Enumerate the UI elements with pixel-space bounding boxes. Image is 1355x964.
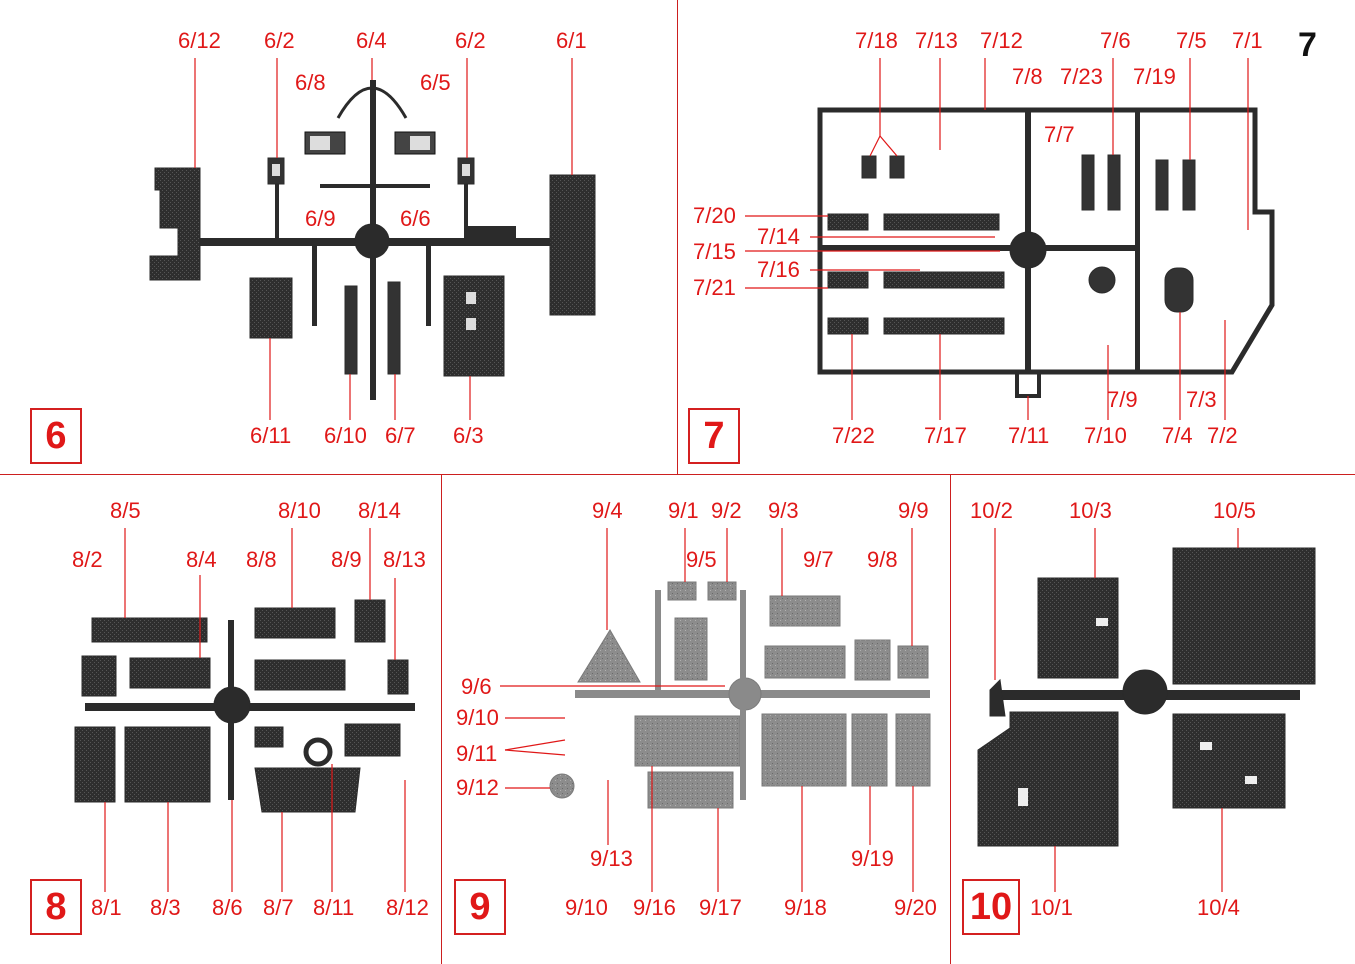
label-9-3: 9/3 [768,498,799,523]
divider-horizontal [0,474,1355,475]
label-6-6: 6/6 [400,206,431,231]
label-9-19: 9/19 [851,846,894,871]
label-7-5: 7/5 [1176,28,1207,53]
label-7-3: 7/3 [1186,387,1217,412]
panel-number-9: 9 [454,879,506,935]
label-8-10: 8/10 [278,498,321,523]
sprue-8 [74,599,415,813]
label-8-6: 8/6 [212,895,243,920]
label-6-7: 6/7 [385,423,416,448]
label-7-16: 7/16 [757,257,800,282]
label-6-8: 6/8 [295,70,326,95]
label-7-20: 7/20 [693,203,736,228]
panel-number-7: 7 [688,408,740,464]
label-10-5: 10/5 [1213,498,1256,523]
label-6-11: 6/11 [250,423,292,448]
label-8-11: 8/11 [313,895,355,920]
label-9-6: 9/6 [461,674,492,699]
sprue-10 [977,547,1316,847]
label-9-7: 9/7 [803,547,834,572]
sprue-6 [149,80,596,400]
label-8-4: 8/4 [186,547,217,572]
label-8-9: 8/9 [331,547,362,572]
divider-vertical-top [677,0,678,474]
page-number: 7 [1298,26,1317,64]
label-9-13: 9/13 [590,846,633,871]
label-7-21: 7/21 [693,275,736,300]
label-6-2-right: 6/2 [455,28,486,53]
label-8-3: 8/3 [150,895,181,920]
label-9-2: 9/2 [711,498,742,523]
label-9-4: 9/4 [592,498,623,523]
label-7-4: 7/4 [1162,423,1193,448]
label-9-9: 9/9 [898,498,929,523]
label-8-14: 8/14 [358,498,401,523]
label-10-2: 10/2 [970,498,1013,523]
label-9-1: 9/1 [668,498,699,523]
label-6-9: 6/9 [305,206,336,231]
sprue-9 [549,581,931,809]
label-9-11: 9/11 [456,741,498,766]
label-6-5: 6/5 [420,70,451,95]
label-6-2-left: 6/2 [264,28,295,53]
label-8-7: 8/7 [263,895,294,920]
divider-vertical-bottom-right [950,474,951,964]
label-9-8: 9/8 [867,547,898,572]
label-7-13: 7/13 [915,28,958,53]
leader-lines [104,58,1249,892]
label-9-10-left: 9/10 [456,705,499,730]
label-10-3: 10/3 [1069,498,1112,523]
label-7-14: 7/14 [757,224,800,249]
label-9-17: 9/17 [699,895,742,920]
divider-vertical-bottom-left [441,474,442,964]
label-7-19: 7/19 [1133,64,1176,89]
label-7-2: 7/2 [1207,423,1238,448]
label-8-8: 8/8 [246,547,277,572]
label-7-9: 7/9 [1107,387,1138,412]
label-10-4: 10/4 [1197,895,1240,920]
label-7-8: 7/8 [1012,64,1043,89]
label-6-1: 6/1 [556,28,587,53]
label-7-10: 7/10 [1084,423,1127,448]
label-8-2: 8/2 [72,547,103,572]
label-8-5: 8/5 [110,498,141,523]
label-7-15: 7/15 [693,239,736,264]
panel-number-10: 10 [962,879,1020,935]
label-8-13: 8/13 [383,547,426,572]
label-9-5: 9/5 [686,547,717,572]
label-7-23: 7/23 [1060,64,1103,89]
label-7-7: 7/7 [1044,122,1075,147]
label-7-11: 7/11 [1008,423,1050,448]
label-8-1: 8/1 [91,895,122,920]
label-9-16: 9/16 [633,895,676,920]
panel-number-8: 8 [30,879,82,935]
label-8-12: 8/12 [386,895,429,920]
label-7-17: 7/17 [924,423,967,448]
label-9-20: 9/20 [894,895,937,920]
label-10-1: 10/1 [1030,895,1073,920]
label-7-12: 7/12 [980,28,1023,53]
label-9-10-bottom: 9/10 [565,895,608,920]
label-9-12: 9/12 [456,775,499,800]
label-6-12: 6/12 [178,28,221,53]
label-7-18: 7/18 [855,28,898,53]
label-6-3: 6/3 [453,423,484,448]
panel-number-6: 6 [30,408,82,464]
sprue-7 [817,107,1275,398]
label-6-10: 6/10 [324,423,367,448]
label-7-1: 7/1 [1232,28,1263,53]
label-7-22: 7/22 [832,423,875,448]
label-6-4: 6/4 [356,28,387,53]
label-7-6: 7/6 [1100,28,1131,53]
label-9-18: 9/18 [784,895,827,920]
